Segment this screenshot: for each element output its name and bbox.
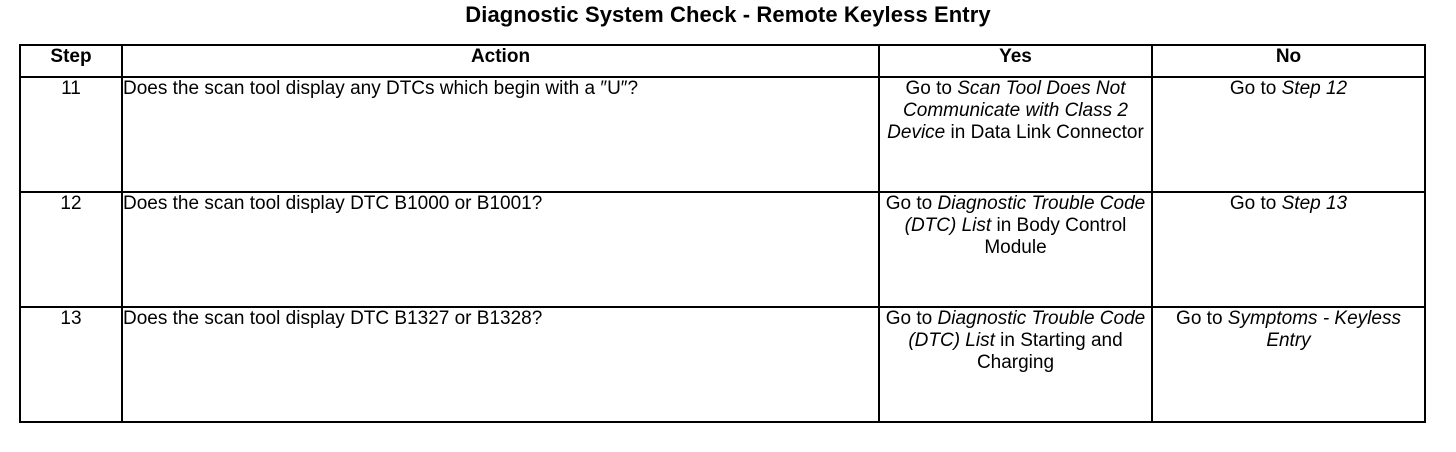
step-no-cell: Go to Symptoms - Keyless Entry [1151, 306, 1426, 423]
step-action-cell: Does the scan tool display DTC B1000 or … [121, 191, 880, 308]
step-number-cell: 12 [19, 191, 123, 308]
table-row: 13 Does the scan tool display DTC B1327 … [19, 306, 1426, 423]
step-yes-cell: Go to Diagnostic Trouble Code (DTC) List… [878, 191, 1153, 308]
column-header-step: Step [19, 44, 123, 78]
yes-trail-text: in Body Control Module [984, 215, 1127, 259]
no-reference-link[interactable]: Step 12 [1281, 78, 1348, 99]
step-no-cell: Go to Step 13 [1151, 191, 1426, 308]
column-header-no: No [1151, 44, 1426, 78]
step-number-cell: 11 [19, 76, 123, 193]
table-body: 11 Does the scan tool display any DTCs w… [19, 76, 1426, 423]
step-no-cell: Go to Step 12 [1151, 76, 1426, 193]
step-action-cell: Does the scan tool display DTC B1327 or … [121, 306, 880, 423]
step-yes-cell: Go to Diagnostic Trouble Code (DTC) List… [878, 306, 1153, 423]
no-lead-text: Go to [1229, 78, 1282, 99]
no-reference-link[interactable]: Symptoms - Keyless Entry [1227, 308, 1401, 352]
yes-lead-text: Go to [905, 78, 958, 99]
column-header-yes: Yes [878, 44, 1153, 78]
page-title: Diagnostic System Check - Remote Keyless… [465, 2, 991, 27]
table-row: 12 Does the scan tool display DTC B1000 … [19, 191, 1426, 308]
no-lead-text: Go to [1176, 308, 1228, 329]
yes-lead-text: Go to [885, 308, 938, 329]
yes-lead-text: Go to [885, 193, 938, 214]
table-row: 11 Does the scan tool display any DTCs w… [19, 76, 1426, 193]
yes-trail-text: in Data Link Connector [945, 122, 1144, 144]
no-lead-text: Go to [1229, 193, 1282, 214]
table-header-row: Step Action Yes No [19, 44, 1426, 78]
diagnostic-steps-table: Step Action Yes No 11 Does the scan tool… [19, 44, 1426, 423]
yes-reference-link[interactable]: Scan Tool Does Not Communicate with Clas… [887, 78, 1128, 144]
step-action-cell: Does the scan tool display any DTCs whic… [121, 76, 880, 193]
step-yes-cell: Go to Scan Tool Does Not Communicate wit… [878, 76, 1153, 193]
column-header-action: Action [121, 44, 880, 78]
step-number-cell: 13 [19, 306, 123, 423]
table-header: Step Action Yes No [19, 44, 1426, 78]
yes-reference-link[interactable]: Diagnostic Trouble Code (DTC) List [908, 308, 1146, 352]
no-reference-link[interactable]: Step 13 [1281, 193, 1348, 214]
yes-trail-text: in Starting and Charging [976, 330, 1123, 374]
yes-reference-link[interactable]: Diagnostic Trouble Code (DTC) List [904, 193, 1146, 237]
